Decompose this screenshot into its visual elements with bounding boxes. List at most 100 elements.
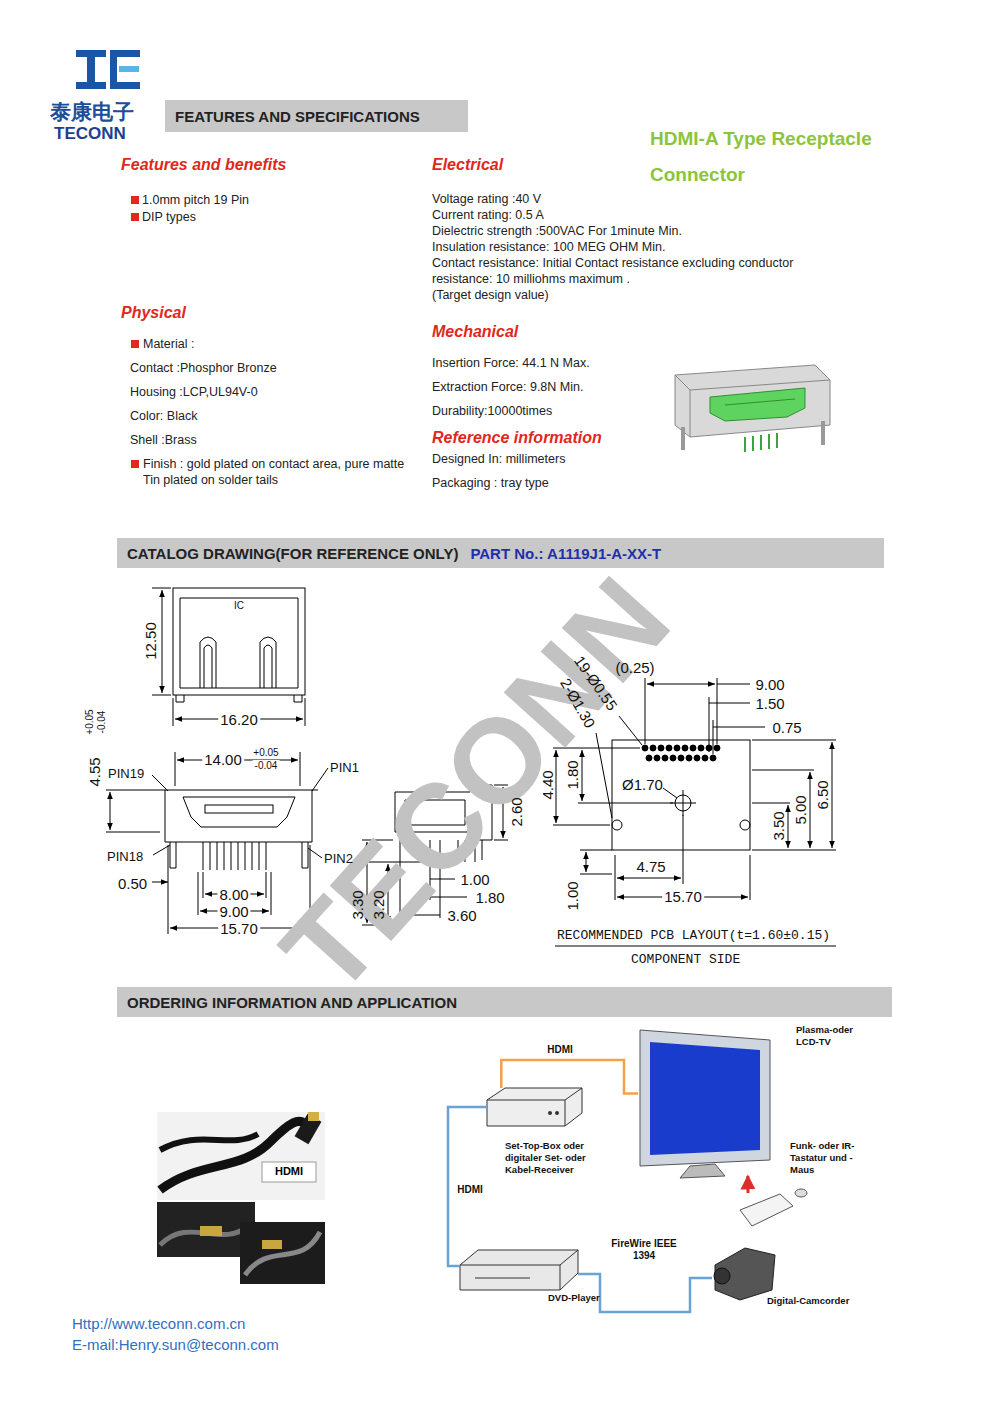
cable-photo [157, 1112, 325, 1284]
section-heading: Reference information [432, 428, 602, 447]
dimension-label: 2.60 [508, 797, 525, 826]
dimension-label: 5.00 [792, 795, 809, 824]
section-heading: Features and benefits [121, 155, 286, 174]
spec-text: Material : [143, 336, 194, 352]
cable-connector [448, 1107, 487, 1266]
section-heading: Mechanical [432, 322, 518, 341]
dimension-label: 1.00 [460, 871, 489, 888]
tolerance-label: +0.05 [84, 709, 96, 734]
keyboard: Funk- oder IR-Tastatur und -Maus [733, 1193, 793, 1227]
device-caption: Digital-Camcorder [767, 1295, 849, 1307]
dimension-label: 9.00 [755, 676, 784, 693]
drawing-note: COMPONENT SIDE [631, 952, 740, 968]
pin-label: PIN1 [330, 760, 359, 776]
set-top-box: Set-Top-Box oder digitaler Set- oder Kab… [487, 1088, 582, 1126]
dimension-label: 15.70 [662, 888, 704, 905]
spec-text: 1.0mm pitch 19 Pin [142, 192, 249, 208]
section-bar: FEATURES AND SPECIFICATIONS [165, 100, 468, 132]
device-caption: Funk- oder IR-Tastatur und -Maus [790, 1140, 870, 1176]
edge-label: HDMI [545, 1044, 575, 1056]
side-view [395, 785, 492, 862]
cable-connector [501, 1060, 638, 1094]
spec-text: Finish : gold plated on contact area, pu… [143, 456, 418, 488]
bullet-square [131, 196, 139, 468]
dimension-label: 15.70 [218, 920, 260, 937]
pin-label: PIN18 [107, 849, 143, 865]
dimension-label: 1.00 [564, 881, 581, 910]
camcorder: Digital-Camcorder [712, 1245, 777, 1300]
top-view [173, 588, 305, 702]
dvd-player: DVD-Player [460, 1250, 578, 1290]
device-illustrations [460, 1030, 807, 1300]
logo-text: HDMI [275, 1165, 303, 1178]
tolerance-label: -0.04 [253, 760, 280, 772]
device-caption: Plasma-oder LCD-TV [796, 1024, 876, 1048]
spec-text: Packaging : tray type [432, 475, 549, 491]
section-heading: Physical [121, 303, 186, 322]
dimension-label: 3.30 [349, 890, 366, 919]
spec-text: Extraction Force: 9.8N Min. [432, 379, 583, 395]
drawing-note: RECOMMENDED PCB LAYOUT(t=1.60±0.15) [557, 928, 830, 944]
spec-text: Current rating: 0.5 A [432, 207, 544, 223]
spec-text: Voltage rating :40 V [432, 191, 541, 207]
device-caption: Set-Top-Box oder digitaler Set- oder Kab… [505, 1140, 605, 1176]
contact-text: E-mail:Henry.sun@teconn.com [72, 1336, 279, 1354]
spec-text: Durability:10000times [432, 403, 552, 419]
dimension-label: 1.80 [564, 760, 581, 789]
device-caption: DVD-Player [548, 1292, 600, 1304]
spec-text: Color: Black [130, 408, 197, 424]
spec-text: Shell :Brass [130, 432, 197, 448]
dimension-label: 3.60 [447, 907, 476, 924]
section-heading: Electrical [432, 155, 503, 174]
tolerance-label: -0.04 [96, 711, 108, 734]
dimension-label: 8.00 [217, 886, 250, 903]
dimension-label: (0.25) [615, 659, 654, 676]
dimension-label: 1.80 [475, 889, 504, 906]
front-view [152, 768, 328, 870]
cable-connector [746, 1176, 749, 1193]
spec-text: Contact :Phosphor Bronze [130, 360, 277, 376]
dimension-label: 3.20 [370, 890, 387, 919]
pin-label: PIN2 [324, 851, 353, 867]
pcb-layout [612, 740, 750, 850]
section-bar: CATALOG DRAWING(FOR REFERENCE ONLY) PART … [117, 538, 884, 568]
dimension-label: 4.55 [86, 757, 103, 786]
spec-text: DIP types [142, 209, 196, 225]
spec-text: Insertion Force: 44.1 N Max. [432, 355, 590, 371]
dimension-label: 3.50 [770, 811, 787, 840]
section-title: CATALOG DRAWING(FOR REFERENCE ONLY) [127, 545, 458, 562]
dimension-label: 0.75 [772, 719, 801, 736]
dimension-label: 1.50 [755, 695, 784, 712]
dimension-label: 4.75 [636, 858, 665, 875]
spec-text: Contact resistance: Initial Contact resi… [432, 255, 794, 287]
section-title: FEATURES AND SPECIFICATIONS [175, 108, 420, 125]
edge-label: FireWire IEEE 1394 [602, 1238, 686, 1262]
page-title: HDMI-A Type Receptacle Connector [650, 121, 912, 193]
dimension-label: 16.20 [218, 711, 260, 728]
tolerance-label: +0.05 [251, 747, 280, 759]
dimension-lines [106, 588, 836, 946]
tolerance-label: IC [234, 600, 244, 612]
section-title: ORDERING INFORMATION AND APPLICATION [127, 994, 457, 1011]
section-bar: ORDERING INFORMATION AND APPLICATION [117, 987, 892, 1017]
spec-text: Housing :LCP,UL94V-0 [130, 384, 258, 400]
dimension-label: Ø1.70 [622, 776, 663, 793]
spec-text: Insulation resistance: 100 MEG OHM Min. [432, 239, 665, 255]
company-name: 泰康电子 [50, 100, 134, 125]
dimension-label: 9.00 [217, 903, 250, 920]
company-name: TECONN [54, 124, 126, 144]
edge-label: HDMI [455, 1184, 485, 1196]
dimension-label: 14.00 [202, 751, 244, 768]
television: Plasma-oder LCD-TV [638, 1026, 772, 1176]
connector-render [675, 365, 830, 452]
spec-text: Designed In: millimeters [432, 451, 565, 467]
pin-label: PIN19 [108, 766, 144, 782]
spec-text: Dielectric strength :500VAC For 1minute … [432, 223, 682, 239]
contact-text: Http://www.teconn.com.cn [72, 1315, 245, 1333]
dimension-label: 12.50 [142, 622, 159, 660]
dimension-label: 0.50 [118, 875, 147, 892]
dimension-label: 4.40 [539, 770, 556, 799]
company-logo [76, 50, 140, 89]
section-title: PART No.: A1119J1-A-XX-T [470, 545, 661, 562]
dimension-label: 6.50 [814, 780, 831, 809]
